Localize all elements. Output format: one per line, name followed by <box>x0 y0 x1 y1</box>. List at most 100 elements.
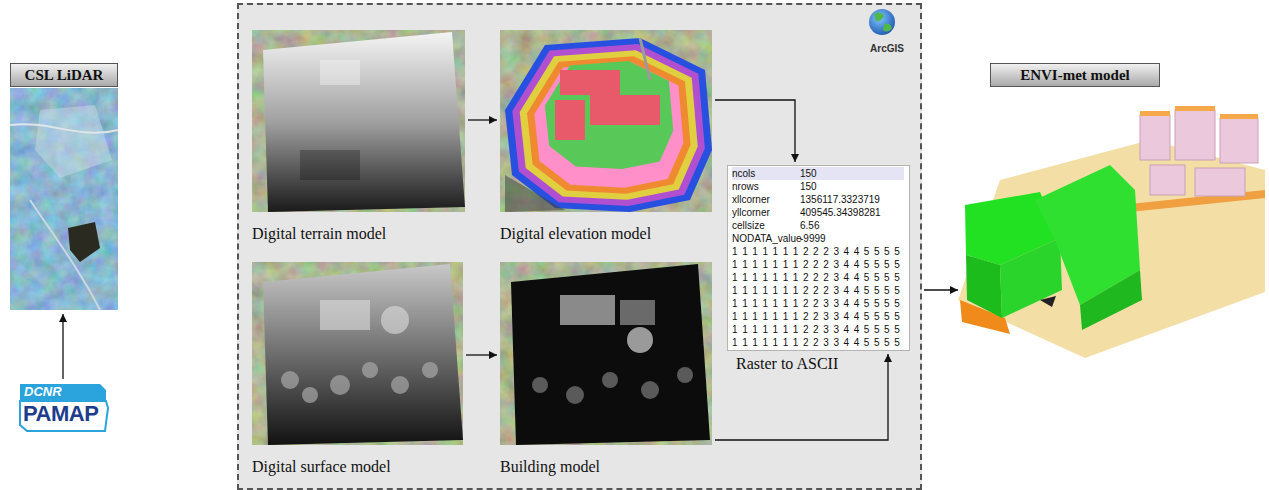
ascii-line: 1 1 1 1 1 1 1 2 2 2 3 4 4 5 5 5 5 <box>732 271 904 284</box>
raster-image: Digital elevation model <box>500 30 712 212</box>
building-block <box>1175 110 1215 160</box>
tree <box>281 371 299 389</box>
aerial-photo <box>500 262 712 445</box>
model-roofs <box>1140 106 1258 119</box>
software-name: ArcGIS <box>870 43 904 54</box>
vegetation-block <box>1080 270 1142 330</box>
raster-image: Digital surface model <box>252 262 463 445</box>
building-shape <box>381 306 409 334</box>
logo-text: PAMAP <box>23 401 108 427</box>
image-caption: Digital elevation model <box>500 225 651 243</box>
band <box>512 44 705 206</box>
building-shape <box>620 300 655 325</box>
flow-arrow <box>62 314 63 379</box>
building-shape <box>560 295 615 325</box>
flow-arrow <box>924 289 958 290</box>
ascii-line: cellsize <box>732 219 800 232</box>
panel-heading: ENVI-met model <box>990 63 1160 87</box>
road <box>10 124 118 133</box>
band <box>527 56 691 193</box>
flow-arrow <box>468 119 497 120</box>
lidar-aerial <box>10 88 118 310</box>
surface-raster <box>263 264 463 445</box>
ascii-line: 1 1 1 1 1 1 1 2 2 3 3 4 4 5 5 5 5 <box>732 310 904 323</box>
building-block <box>1150 165 1185 195</box>
panel-ground <box>237 3 922 490</box>
ascii-line: nrows <box>732 180 800 193</box>
ascii-line: 150 <box>800 167 904 180</box>
building-footprint <box>560 70 620 95</box>
building-footprint <box>555 100 585 140</box>
building-shape <box>627 327 653 353</box>
ascii-line: ncols <box>732 167 800 180</box>
ascii-line: 1356117.3323719 <box>800 193 904 206</box>
roof <box>1175 106 1215 111</box>
ascii-line: 1 1 1 1 1 1 1 2 2 3 3 4 4 5 5 5 5 <box>732 323 904 336</box>
ascii-line: 6.56 <box>800 219 904 232</box>
ascii-line: yllcorner <box>732 206 800 219</box>
model-detail <box>1040 296 1056 307</box>
envi-met-model: ENVI-met model <box>962 100 1262 358</box>
image-caption: Digital surface model <box>252 458 391 476</box>
aerial-photo <box>500 30 712 212</box>
terrain-detail <box>300 150 360 180</box>
ascii-line: 150 <box>800 180 904 193</box>
model-buildings <box>1140 110 1258 196</box>
logo-text: DCNR <box>24 385 108 399</box>
elevation-bands <box>505 38 712 212</box>
image-caption: Digital terrain model <box>252 225 386 243</box>
raster-image: Building model <box>500 262 712 445</box>
ascii-line: 1 1 1 1 1 1 1 2 2 2 3 4 4 5 5 5 5 <box>732 245 904 258</box>
ascii-line: 1 1 1 1 1 1 1 2 2 3 3 4 4 5 5 5 5 <box>732 336 904 349</box>
flow-arrow <box>466 354 497 355</box>
building-shape <box>320 300 370 330</box>
building-block <box>1195 168 1245 196</box>
aerial-photo <box>252 262 463 445</box>
tree <box>641 381 659 399</box>
ascii-line: -9999 <box>800 232 904 245</box>
tree-crowns <box>281 362 438 403</box>
ascii-line: 409545.34398281 <box>800 206 904 219</box>
band <box>505 38 712 212</box>
terrain-raster <box>263 32 465 212</box>
arcgis-panel: ArcGISDigital terrain modelDigital eleva… <box>237 3 922 490</box>
tree <box>532 377 548 393</box>
ascii-line: NODATA_value <box>732 232 800 245</box>
vegetation-block <box>966 255 1002 318</box>
globe-land <box>874 12 892 31</box>
lidar-image: CSL LiDAR <box>10 88 118 310</box>
building-block <box>1220 118 1258 163</box>
raster-image: Digital terrain model <box>252 30 465 212</box>
pamap-logo: DCNR PAMAP <box>18 383 108 433</box>
terrain-detail <box>320 60 360 85</box>
model-ground <box>958 140 1265 358</box>
road <box>30 200 100 310</box>
vegetation-block <box>1000 238 1062 318</box>
tower <box>640 38 650 80</box>
flow-arrow <box>715 100 795 162</box>
image-caption: Building model <box>500 458 600 476</box>
building-raster <box>511 264 710 445</box>
ascii-line: Raster to ASCII <box>736 355 838 373</box>
tree <box>362 362 378 378</box>
tree <box>566 386 584 404</box>
band <box>520 50 698 200</box>
tree <box>677 367 693 383</box>
shadow-area <box>505 175 565 212</box>
ascii-line: xllcorner <box>732 193 800 206</box>
building-block <box>1140 115 1170 160</box>
ascii-line: 1 1 1 1 1 1 1 2 2 2 3 4 4 5 5 5 5 <box>732 284 904 297</box>
pond <box>68 222 100 262</box>
aerial-photo <box>252 30 465 212</box>
ascii-file-box: ncols150nrows150xllcorner1356117.3323719… <box>727 165 910 351</box>
tree <box>391 376 409 394</box>
campus-area <box>35 105 112 178</box>
panel-heading: CSL LiDAR <box>10 63 118 87</box>
flow-arrow <box>715 354 888 440</box>
band <box>545 61 673 169</box>
arcgis-globe <box>869 9 895 35</box>
ascii-line: 1 1 1 1 1 1 1 2 2 3 3 4 4 5 5 5 5 <box>732 297 904 310</box>
tree <box>602 372 618 388</box>
roof <box>1140 111 1170 116</box>
